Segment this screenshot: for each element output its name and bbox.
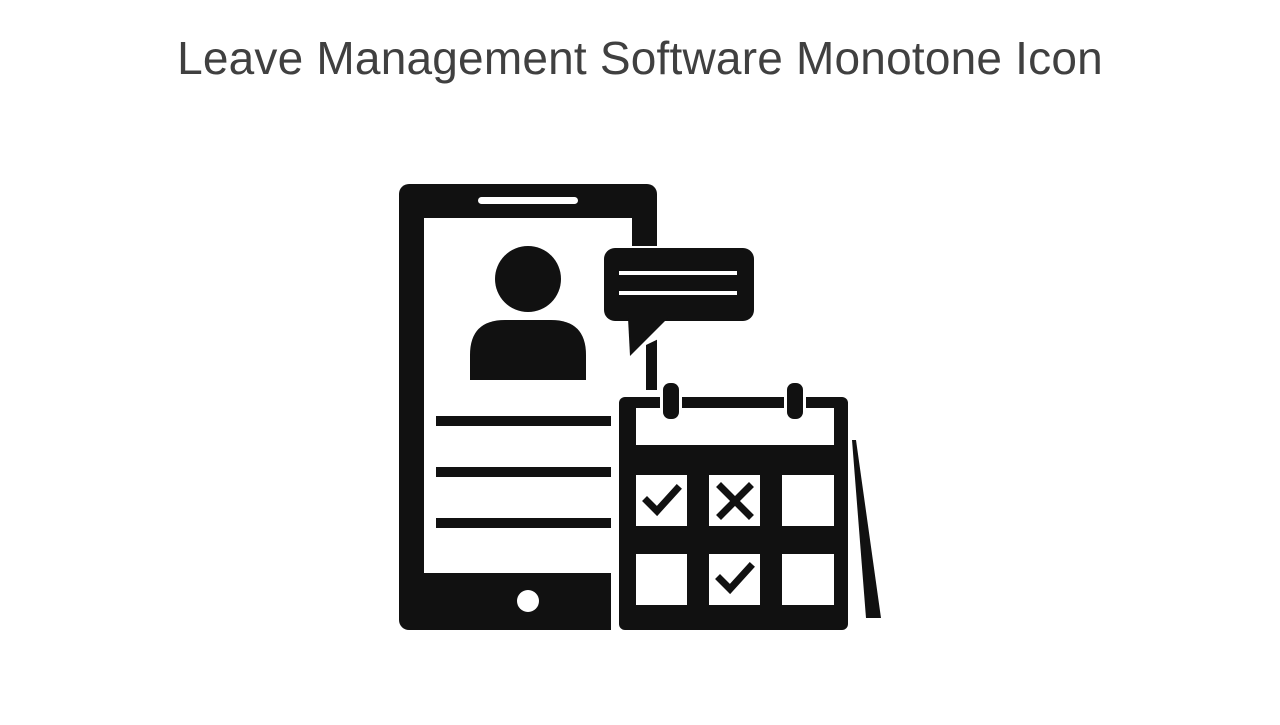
calendar-ring-left <box>663 383 679 419</box>
calendar-cell <box>636 554 687 605</box>
check-icon <box>715 562 755 595</box>
user-avatar-icon <box>470 246 586 380</box>
calendar-icon <box>611 381 881 636</box>
bubble-body <box>604 248 754 321</box>
avatar-head <box>495 246 561 312</box>
text-line <box>436 518 616 528</box>
phone-speaker <box>478 197 578 204</box>
calendar-stand <box>852 440 881 618</box>
text-line <box>436 467 616 477</box>
calendar-ring-right <box>787 383 803 419</box>
bubble-line <box>619 271 737 275</box>
chat-bubble-icon <box>600 246 755 390</box>
cross-icon <box>716 482 754 520</box>
check-icon <box>642 484 682 517</box>
text-line <box>436 416 616 426</box>
slide-title: Leave Management Software Monotone Icon <box>177 32 1103 84</box>
phone-home-button <box>517 590 539 612</box>
calendar-cell <box>782 554 834 605</box>
calendar-cell <box>782 475 834 526</box>
avatar-body <box>470 320 586 380</box>
bubble-tail <box>628 318 668 356</box>
text-lines-icon <box>436 416 616 528</box>
bubble-line <box>619 291 737 295</box>
